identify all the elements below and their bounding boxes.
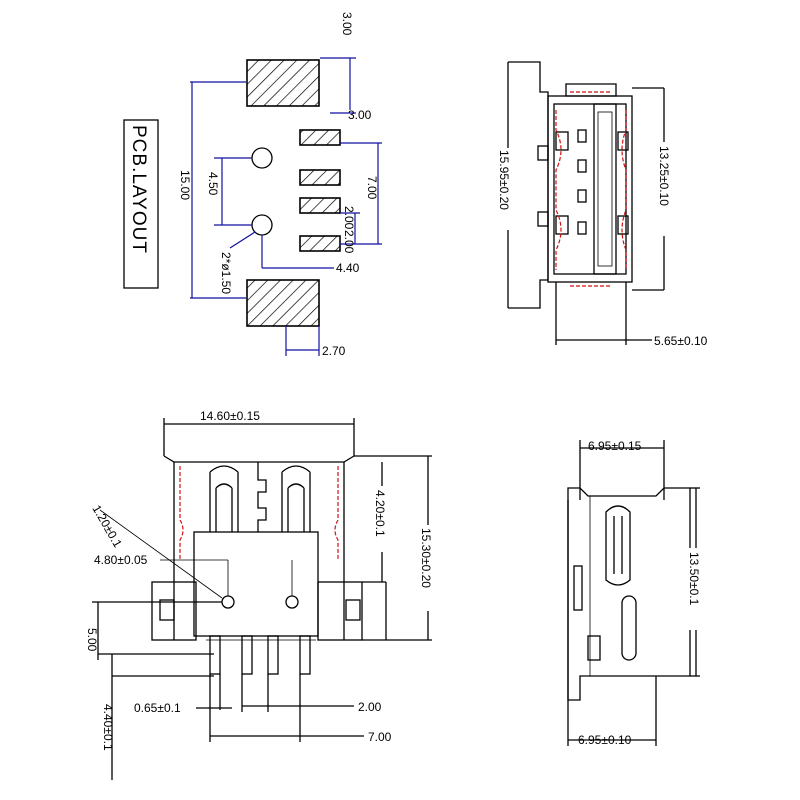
pin-3 [267, 635, 279, 675]
top-length-label: 15.30±0.20 [419, 528, 433, 588]
top-center-notch [257, 462, 267, 532]
pcb-layout-title: PCB.LAYOUT [128, 125, 149, 254]
flange-right-hole [345, 599, 361, 621]
spring-depth-label: 4.20±0.1 [373, 490, 387, 537]
front-tongue-inner [597, 111, 613, 267]
hole-dia-leader [99, 509, 223, 599]
top-body [193, 531, 319, 637]
flange-left [151, 581, 197, 641]
pin-pitch-label-2: 2.00 [342, 230, 356, 254]
top-shell-top-edge [163, 455, 355, 463]
pin-width-label: 0.65±0.1 [134, 701, 181, 715]
side-spring-inner [613, 516, 623, 574]
top-pad-height-label: 3.00 [340, 12, 354, 36]
side-outline [567, 487, 691, 701]
pin-offset-label: 4.40±0.1 [101, 704, 115, 751]
top-red-right [334, 466, 339, 560]
front-view: 15.95±0.20 13.25±0.10 5.65±0.10 [496, 61, 708, 348]
pin-pitch-label-top: 2.00 [358, 700, 382, 714]
front-contact-1 [577, 129, 587, 143]
top-mount-pad [246, 59, 320, 107]
pin-2 [241, 635, 253, 675]
side-top-width-label: 6.95±0.15 [588, 439, 642, 453]
outer-span-label: 15.00 [178, 170, 192, 200]
top-hole-2 [285, 595, 299, 609]
body-offset-label: 5.00 [85, 628, 99, 652]
pin-pad-3 [299, 197, 341, 214]
pad-spacing-label: 3.00 [348, 108, 372, 122]
pad-width-label: 2.70 [322, 344, 346, 358]
side-spring-slot [605, 505, 631, 586]
pin-4 [299, 635, 311, 675]
spring-finger-left-inner [215, 483, 233, 532]
pin-pitch-label: 2.00 [342, 206, 356, 230]
side-latch [573, 565, 583, 611]
flange-right [317, 581, 363, 641]
front-contact-4 [577, 221, 587, 235]
front-height-inner-label: 13.25±0.10 [657, 146, 671, 206]
front-height-outer-label: 15.95±0.20 [497, 150, 511, 210]
pin-span-label-top: 7.00 [368, 730, 392, 744]
hole-dia-label: 1.20±0.1 [89, 503, 125, 551]
front-contact-2 [577, 159, 587, 173]
front-red-contour-right [621, 110, 627, 270]
spring-finger-right [281, 465, 311, 532]
pin-1 [209, 635, 221, 675]
hole-offset-label: 4.40 [336, 261, 360, 275]
pin-pad-4 [299, 235, 341, 252]
side-view: 6.95±0.15 13.50±0.1 6.95±0.10 [567, 439, 704, 747]
spring-finger-left [209, 465, 239, 532]
hole-diameter-label: 2*ø1.50 [219, 252, 233, 294]
front-tongue [593, 103, 617, 275]
front-body-inner [553, 103, 627, 275]
flange-left-hole [159, 599, 175, 621]
pin-pad-1 [299, 129, 341, 146]
spring-finger-right-inner [287, 483, 305, 532]
top-width-label: 14.60±0.15 [200, 409, 260, 423]
front-top-tab [565, 83, 617, 97]
hole-spacing-label: 4.50 [206, 172, 220, 196]
bottom-mount-pad [246, 279, 320, 327]
front-red-contour-ends [570, 91, 612, 287]
front-side-tab-1 [537, 145, 549, 161]
top-hole-1 [221, 595, 235, 609]
pcb-layout-title-box [123, 119, 159, 289]
front-side-tab-2 [537, 211, 549, 227]
side-oval-slot [621, 595, 637, 661]
front-body [547, 95, 633, 283]
front-contact-3 [577, 189, 587, 203]
side-height-label: 13.50±0.1 [687, 552, 701, 606]
side-bottom-width-label: 6.95±0.10 [578, 733, 632, 747]
locating-hole-1 [251, 147, 273, 169]
top-red-left [179, 466, 184, 560]
front-spring-left-bottom [555, 215, 569, 235]
front-spring-left-top [555, 131, 569, 151]
top-view: 14.60±0.15 [85, 409, 436, 780]
front-opening-width-label: 5.65±0.10 [654, 334, 708, 348]
front-ext-lines [632, 87, 664, 291]
hole-pos-label: 4.80±0.05 [94, 553, 148, 567]
pin-span-label: 7.00 [365, 176, 379, 200]
front-spring-right-bottom [617, 215, 629, 235]
pcb-layout-view: PCB.LAYOUT [123, 12, 382, 358]
pin-pad-2 [299, 169, 341, 186]
side-lower-tab [587, 635, 601, 661]
front-spring-right-top [617, 131, 629, 151]
front-red-contour-left [555, 110, 562, 270]
